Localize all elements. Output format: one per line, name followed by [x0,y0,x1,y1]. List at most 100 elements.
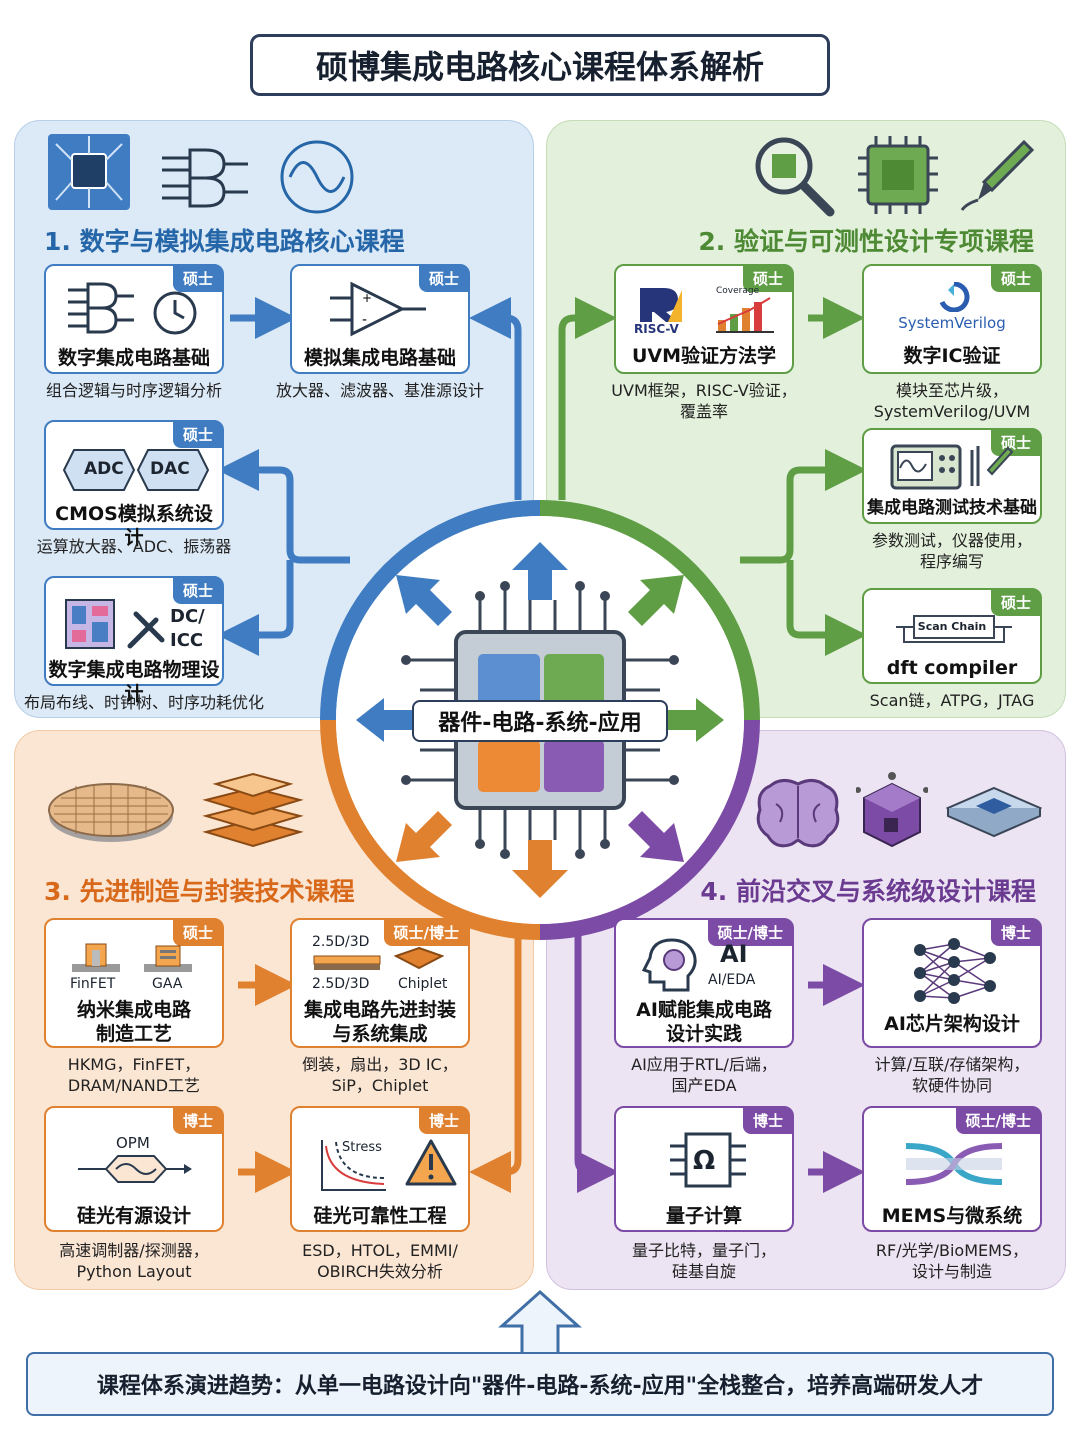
card-desc-line2: OBIRCH失效分析 [317,1262,443,1281]
scan-chain-label: Scan Chain [917,620,987,633]
probe-icon [960,139,1035,211]
packaging-label-top: 2.5D/3D [312,934,370,950]
card-desc-line1: 倒装，扇出，3D IC， [302,1055,458,1074]
card-physical-design[interactable]: 硕士 DC/ ICC 数字集成电路物理设计 [44,576,224,705]
card-desc: Scan链，ATPG，JTAG [869,691,1035,710]
opm-label: OPM [116,1134,150,1152]
card-title: 量子计算 [665,1205,742,1227]
card-title: MEMS与微系统 [881,1205,1023,1227]
test-probe-icon [970,446,1014,486]
chiplet-label: Chiplet [398,976,448,992]
clock-icon [153,291,197,335]
adc-dac-icon [62,449,210,491]
card-title: 数字集成电路物理设计 [48,659,220,705]
card-desc-line2: 国产EDA [671,1076,737,1095]
omega-label: Ω [692,1146,716,1176]
systemverilog-label: SystemVerilog [898,314,1006,332]
card-cmos-analog-design[interactable]: 硕士 ADC DAC CMOS模拟系统设计 [44,420,224,549]
gaa-label: GAA [152,976,183,992]
card-title-line1: AI赋能集成电路 [636,999,772,1021]
card-ai-eda[interactable]: 硕士/博士 AI AI/EDA AI赋能集成电路 设计实践 [614,918,794,1048]
card-desc-line1: 高速调制器/探测器， [59,1241,209,1260]
degree-tag: 硕士 [742,265,793,292]
card-title: AI芯片架构设计 [884,1013,1020,1035]
degree-tag: 硕士/博士 [707,919,793,946]
card-desc: 组合逻辑与时序逻辑分析 [45,381,222,400]
card-title-line1: 纳米集成电路 [76,999,191,1021]
degree-tag: 博士 [742,1107,793,1134]
card-desc-line2: 程序编写 [919,552,984,571]
svg-text:+: + [362,291,372,305]
cube-icon [856,772,928,848]
finfet-label: FinFET [70,976,116,992]
layout-icon [65,599,115,649]
card-title: 硅光可靠性工程 [313,1205,447,1227]
section-title-manufacturing: 3. 先进制造与封装技术课程 [44,877,355,906]
page-title: 硕博集成电路核心课程体系解析 [250,34,830,96]
card-title-line2: 制造工艺 [95,1023,172,1045]
card-desc-line1: 计算/互联/存储架构， [874,1055,1030,1074]
systemverilog-logo-icon [939,282,970,312]
card-title: dft compiler [886,657,1018,679]
op-amp-icon: +- [330,281,426,337]
coverage-chart-icon [716,297,774,333]
dc-label: DC/ [170,606,205,627]
card-mems[interactable]: 硕士/博士 MEMS与微系统 [862,1106,1042,1232]
ai-eda-label: AI/EDA [708,972,756,988]
summary-banner: 课程体系演进趋势：从单一电路设计向"器件-电路-系统-应用"全栈整合，培养高端研… [26,1352,1054,1416]
card-quantum-computing[interactable]: 博士 Ω 量子计算 [614,1106,794,1232]
interposer-icon [313,955,381,970]
card-nano-manufacturing[interactable]: 硕士 FinFET GAA 纳米集成电路 制造工艺 [44,918,224,1048]
card-silicon-photonics-design[interactable]: 博士 OPM 硅光有源设计 [44,1106,224,1232]
degree-tag: 硕士 [990,265,1041,292]
card-desc-line1: 量子比特，量子门， [631,1241,776,1260]
center-label: 器件-电路-系统-应用 [412,700,668,742]
degree-tag: 硕士 [172,577,223,604]
degree-tag: 硕士 [172,919,223,946]
card-desc-line1: AI应用于RTL/后端， [631,1055,777,1074]
card-dft-compiler[interactable]: 硕士 Scan Chain dft compiler [862,588,1042,684]
card-silicon-photonics-reliability[interactable]: 博士 Stress 硅光可靠性工程 [290,1106,470,1232]
card-desc-line1: UVM框架，RISC-V验证， [611,381,797,400]
card-desc-line2: SystemVerilog/UVM [873,402,1031,421]
tools-icon [127,611,165,649]
card-ic-testing[interactable]: 硕士 集成电路测试技术基础 [862,428,1042,524]
ai-head-icon [642,938,697,992]
adc-label: ADC [84,459,124,479]
logic-gate-icon [162,148,248,208]
waveguide-icon [905,1143,1003,1185]
degree-tag: 博士 [418,1107,469,1134]
card-advanced-packaging[interactable]: 硕士/博士 2.5D/3D 2.5D/3D Chiplet 集成电路先进封装 与… [290,918,470,1048]
card-uvm[interactable]: 硕士 RISC-V Coverage UVM验证方法学 [614,264,794,374]
stress-curve-icon [321,1140,386,1191]
degree-tag: 硕士 [172,265,223,292]
wafer-icon [48,783,174,842]
card-title-line2: 设计实践 [665,1023,742,1045]
card-title: 模拟集成电路基础 [303,347,456,369]
stacked-chip-icon [202,772,304,848]
warning-icon [405,1139,457,1186]
processor-board-icon [946,786,1042,838]
svg-text:-: - [362,312,367,328]
card-digital-ic-basics[interactable]: 硕士 数字集成电路基础 [44,264,224,374]
up-arrow-icon [498,1290,582,1356]
card-desc-line2: SiP，Chiplet [331,1076,429,1095]
coverage-label: Coverage [716,286,760,296]
card-analog-ic-basics[interactable]: 硕士 +- 模拟集成电路基础 [290,264,470,374]
chip-icon [858,136,938,214]
gaa-icon [144,945,192,972]
card-ai-chip-architecture[interactable]: 博士 AI芯片架构设计 [862,918,1042,1048]
card-title: 数字集成电路基础 [57,347,210,369]
card-desc-line2: Python Layout [76,1262,192,1281]
section-title-verification: 2. 验证与可测性设计专项课程 [698,227,1034,256]
riscv-logo-icon [640,288,682,322]
riscv-label: RISC-V [634,322,679,336]
card-desc: 布局布线、时钟树、时序功耗优化 [23,693,264,712]
card-desc-line1: 模块至芯片级， [895,381,1008,400]
oscilloscope-icon [890,444,962,490]
card-desc: 运算放大器、ADC、振荡器 [36,537,232,556]
card-desc-line1: ESD，HTOL，EMMI/ [302,1241,458,1260]
card-digital-ic-verification[interactable]: 硕士 SystemVerilog 数字IC验证 [862,264,1042,374]
icc-label: ICC [170,630,204,651]
card-desc-line2: DRAM/NAND工艺 [67,1076,201,1095]
